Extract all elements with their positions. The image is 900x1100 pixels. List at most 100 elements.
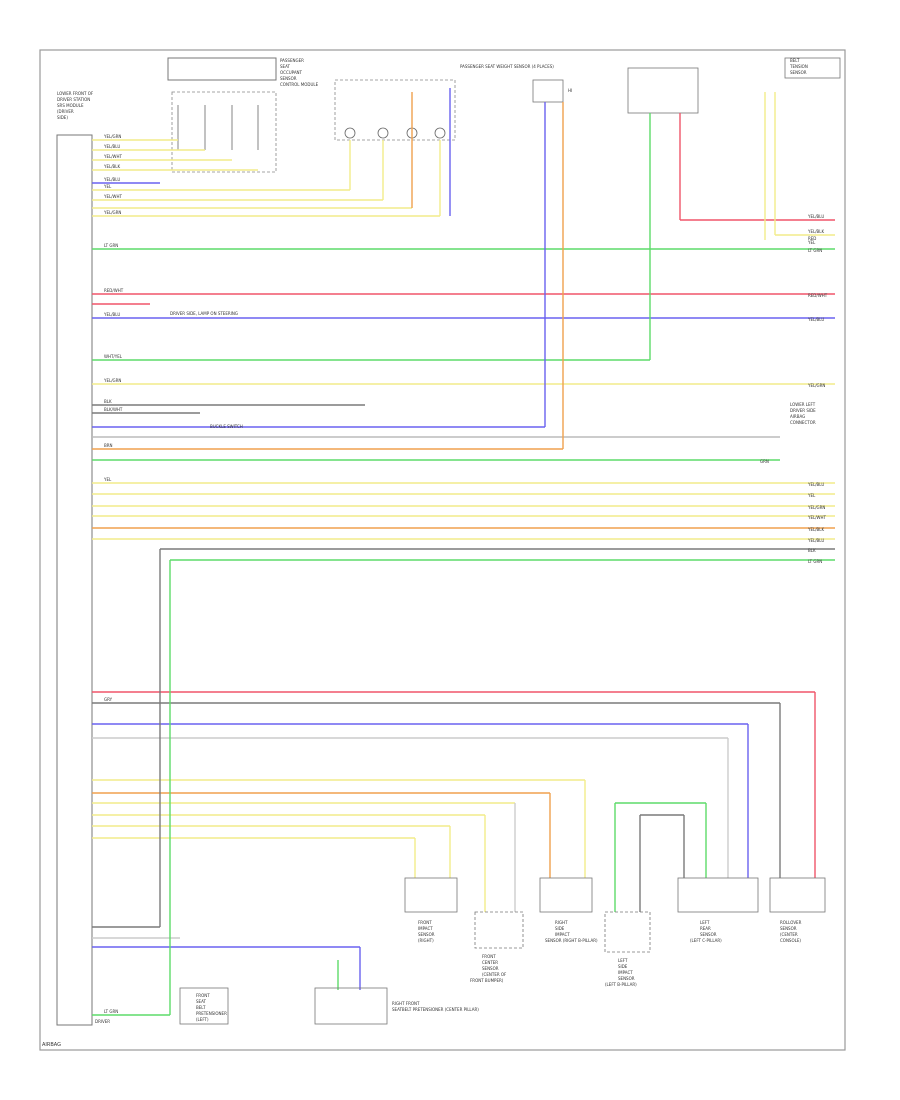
svg-text:SENSOR (RIGHT B-PILLAR): SENSOR (RIGHT B-PILLAR) [545,938,598,943]
belt-tension-title: BELT TENSION SENSOR [789,58,808,75]
svg-text:YEL/BLU: YEL/BLU [807,538,824,543]
svg-text:YEL/BLU: YEL/BLU [807,317,824,322]
svg-text:(LEFT): (LEFT) [196,1017,209,1022]
svg-text:CONTROL MODULE: CONTROL MODULE [280,82,319,87]
svg-text:BLK/WHT: BLK/WHT [104,407,123,412]
front-center-sensor [474,911,524,949]
svg-text:SEAT: SEAT [280,64,290,69]
svg-text:DRIVER STATION: DRIVER STATION [57,97,90,102]
srs-module-box [56,134,93,1026]
svg-text:PRETENSIONER: PRETENSIONER [196,1011,227,1016]
svg-text:(CENTER: (CENTER [780,932,798,937]
svg-text:YEL/BLU: YEL/BLU [807,482,824,487]
svg-text:WHT/YEL: WHT/YEL [104,354,123,359]
svg-text:SENSOR: SENSOR [418,932,435,937]
airbag-lamp-label: DRIVER SIDE, LAMP ON STEERING [170,311,238,316]
belt-box [627,67,699,114]
svg-text:SIDE): SIDE) [57,115,68,120]
svg-text:LOWER LEFT: LOWER LEFT [790,402,816,407]
svg-text:YEL/BLK: YEL/BLK [807,527,825,532]
svg-text:IMPACT: IMPACT [555,932,570,937]
svg-text:(LEFT B-PILLAR): (LEFT B-PILLAR) [605,982,637,987]
front-sensor-right [404,877,458,913]
bottom-note: DRIVER [95,1019,110,1024]
left-front-label: LOWER LEFT DRIVER SIDE AIRBAG CONNECTOR [790,402,816,425]
svg-text:SENSOR: SENSOR [280,76,297,81]
svg-text:(LEFT C-PILLAR): (LEFT C-PILLAR) [690,938,722,943]
weight-sensors [344,127,446,139]
svg-text:(RIGHT): (RIGHT) [418,938,434,943]
svg-text:YEL/GRN: YEL/GRN [103,378,121,383]
svg-text:YEL/BLU: YEL/BLU [103,144,120,149]
svg-text:YEL/WHT: YEL/WHT [103,194,123,199]
svg-text:IMPACT: IMPACT [418,926,433,931]
svg-text:LOWER FRONT OF: LOWER FRONT OF [57,91,94,96]
svg-text:YEL/BLK: YEL/BLK [807,229,825,234]
svg-text:(CENTER OF: (CENTER OF [482,972,507,977]
svg-text:LT GRN: LT GRN [104,243,118,248]
sensor-group-title: PASSENGER SEAT WEIGHT SENSOR (4 PLACES) [460,64,554,69]
svg-text:IMPACT: IMPACT [618,970,633,975]
svg-text:YEL/BLU: YEL/BLU [807,214,824,219]
svg-text:LEFT: LEFT [700,920,710,925]
svg-text:YEL/BLU: YEL/BLU [103,312,120,317]
svg-text:BLK: BLK [808,548,816,553]
svg-text:LT GRN: LT GRN [808,248,822,253]
right-side-sensor [539,877,593,913]
svg-text:YEL/WHT: YEL/WHT [807,515,827,520]
vertical-wires [159,88,835,1015]
svg-text:YEL/GRN: YEL/GRN [807,505,825,510]
svg-text:LEFT: LEFT [618,958,628,963]
svg-text:SENSOR: SENSOR [700,932,717,937]
svg-text:BELT: BELT [196,1005,206,1010]
weight-sensor-box [334,79,456,141]
module-title: LOWER FRONT OF DRIVER STATION SRS MODULE… [57,91,94,120]
svg-text:SENSOR: SENSOR [482,966,499,971]
wire-code-labels: YEL/GRN YEL/BLU YEL/WHT YEL/BLK YEL/BLU … [103,134,124,1014]
diagram-frame [39,49,846,1051]
svg-text:SIDE: SIDE [555,926,565,931]
svg-text:YEL: YEL [103,184,112,189]
left-side-sensor [677,877,759,913]
svg-text:CONSOLE): CONSOLE) [780,938,801,943]
svg-text:LT GRN: LT GRN [104,1009,118,1014]
svg-text:SEAT: SEAT [196,999,206,1004]
svg-text:SENSOR: SENSOR [780,926,797,931]
svg-text:DRIVER SIDE: DRIVER SIDE [790,408,816,413]
svg-text:YEL/GRN: YEL/GRN [103,210,121,215]
buckle-switch-label: BUCKLE SWITCH [210,424,243,429]
component-labels: FRONT IMPACT SENSOR (RIGHT) FRONT CENTER… [196,920,802,1022]
svg-text:SEATBELT PRETENSIONER (CENTER: SEATBELT PRETENSIONER (CENTER PILLAR) [392,1007,479,1012]
svg-text:CONNECTOR: CONNECTOR [790,420,816,425]
horizontal-wires [92,139,835,1016]
svg-text:SRS MODULE: SRS MODULE [57,103,84,108]
svg-text:BRN: BRN [104,443,113,448]
belt-tension-sensor [784,57,841,79]
switch-title: PASSENGER SEAT OCCUPANT SENSOR CONTROL M… [280,58,319,87]
svg-text:YEL/BLU: YEL/BLU [103,177,120,182]
svg-text:TENSION: TENSION [789,64,808,69]
svg-text:YEL/BLK: YEL/BLK [103,164,121,169]
svg-text:YEL: YEL [807,240,816,245]
svg-text:(DRIVER: (DRIVER [57,109,74,114]
svg-text:FRONT: FRONT [418,920,432,925]
svg-text:RIGHT: RIGHT [555,920,568,925]
svg-text:BLK: BLK [104,399,112,404]
svg-text:YEL: YEL [807,493,816,498]
module-connector [171,91,277,173]
occupant-control-module [167,57,277,81]
svg-text:CENTER: CENTER [482,960,498,965]
svg-text:PASSENGER: PASSENGER [280,58,304,63]
footer-note: AIRBAG [42,1042,61,1048]
lower-components [179,877,826,1025]
svg-text:GRY: GRY [104,697,113,702]
svg-text:REAR: REAR [700,926,711,931]
svg-text:YEL/GRN: YEL/GRN [103,134,121,139]
svg-text:ROLLOVER: ROLLOVER [780,920,802,925]
front-pretensioner-left [179,987,229,1025]
svg-text:RED/WHT: RED/WHT [104,288,124,293]
right-pretensioner [314,987,388,1025]
svg-text:YEL/GRN: YEL/GRN [807,383,825,388]
svg-text:RED: RED [808,236,816,241]
